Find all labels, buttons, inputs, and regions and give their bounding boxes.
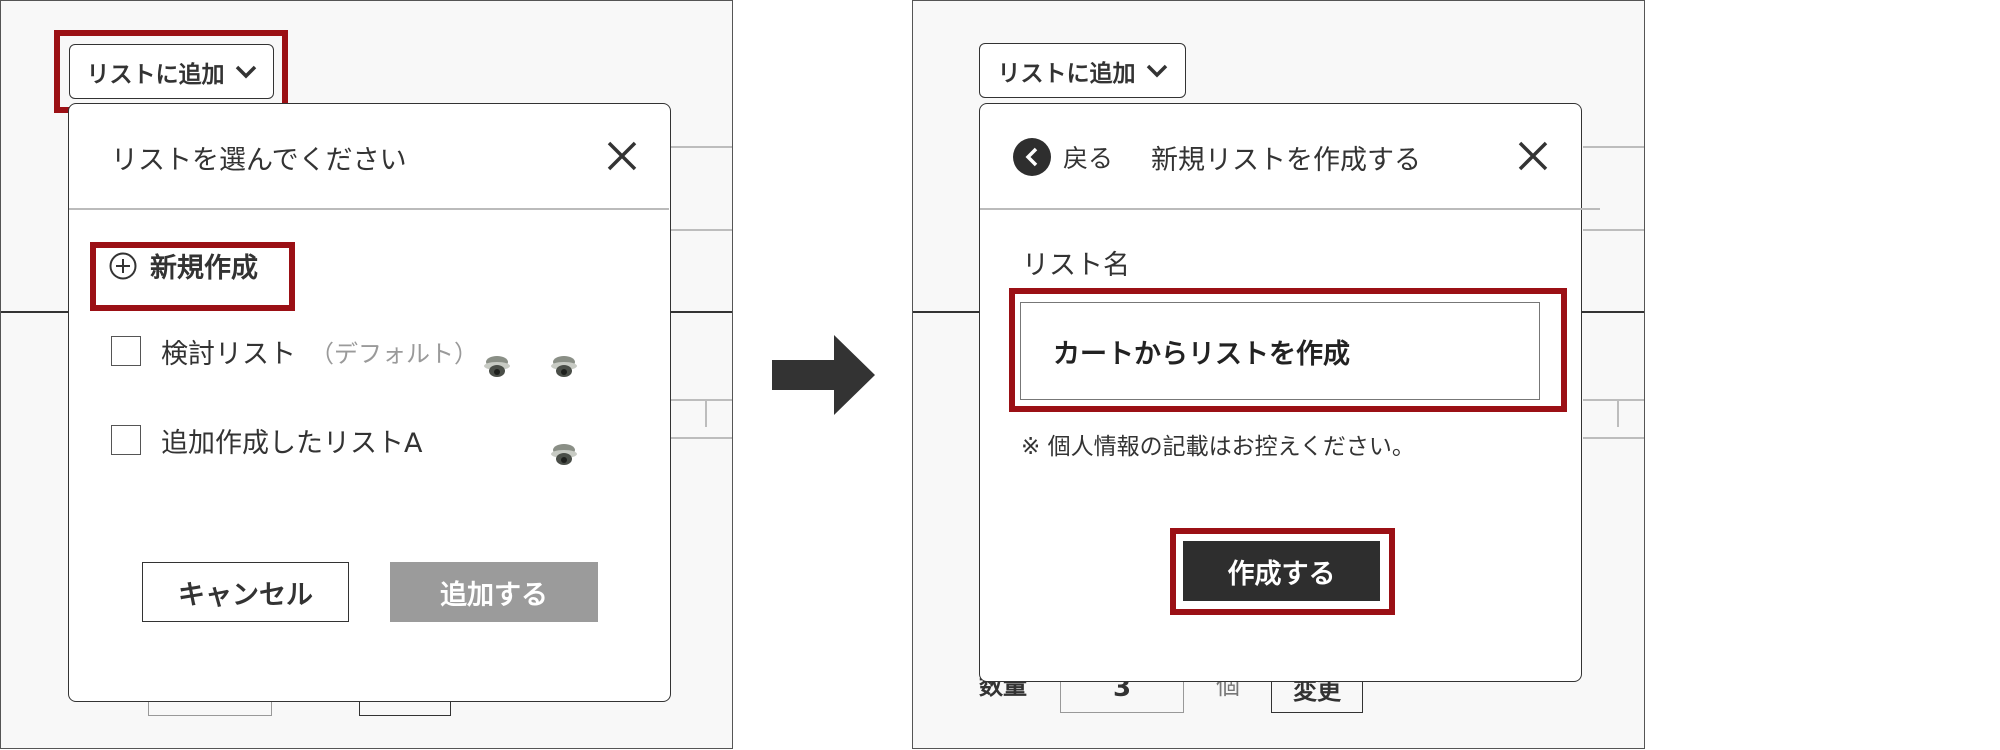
add-to-list-button[interactable]: リストに追加	[69, 44, 274, 99]
bg-divider	[671, 146, 732, 148]
list-name: 検討リスト	[161, 338, 296, 370]
plus-circle-icon	[109, 252, 137, 279]
add-to-list-button[interactable]: リストに追加	[979, 43, 1186, 98]
bg-divider	[705, 401, 707, 427]
bg-divider	[1583, 437, 1644, 439]
back-button[interactable]: 戻る	[1013, 138, 1113, 176]
add-to-list-label: リストに追加	[86, 61, 225, 88]
bg-divider	[1617, 401, 1619, 427]
chevron-left-icon	[1013, 138, 1051, 176]
new-list-item[interactable]: 新規作成	[108, 246, 258, 285]
modal-title: 新規リストを作成する	[1151, 145, 1421, 176]
select-list-modal: リストを選んでください 新規作成 検討リスト （デフォルト） 追加作成したリスト…	[68, 103, 671, 702]
create-list-modal: 戻る 新規リストを作成する リスト名 カートからリストを作成 ※ 個人情報の記載…	[979, 103, 1600, 682]
list-name-input[interactable]: カートからリストを作成	[1020, 302, 1540, 400]
list-name-label: リスト名	[1022, 250, 1130, 281]
privacy-note: ※ 個人情報の記載はお控えください。	[1021, 434, 1415, 460]
back-label: 戻る	[1063, 144, 1114, 173]
highlight-list-name-input	[1009, 288, 1567, 412]
screen-after: 数量 3 個 変更 リストに追加 戻る 新規リストを作成する リスト名 カートか…	[912, 0, 1645, 749]
bg-divider	[1583, 399, 1644, 401]
list-item[interactable]: 追加作成したリストA	[111, 421, 422, 459]
close-icon[interactable]	[1517, 140, 1549, 172]
close-icon[interactable]	[606, 140, 638, 172]
bg-divider	[1583, 146, 1644, 148]
new-list-label: 新規作成	[150, 253, 258, 284]
highlight-new-list	[90, 242, 295, 311]
highlight-add-to-list	[54, 30, 288, 113]
list-checkbox[interactable]	[111, 425, 141, 455]
default-tag: （デフォルト）	[310, 339, 478, 368]
bg-divider	[1583, 229, 1644, 231]
bg-divider	[671, 229, 732, 231]
cancel-button[interactable]: キャンセル	[142, 562, 349, 622]
bg-divider	[671, 437, 732, 439]
list-item[interactable]: 検討リスト （デフォルト）	[111, 332, 478, 370]
add-button[interactable]: 追加する	[390, 562, 598, 622]
list-checkbox[interactable]	[111, 336, 141, 366]
create-button[interactable]: 作成する	[1183, 541, 1380, 601]
list-name: 追加作成したリストA	[161, 427, 423, 459]
camera-icon	[551, 356, 577, 377]
modal-title: リストを選んでください	[111, 145, 407, 176]
bg-divider	[671, 399, 732, 401]
modal-divider	[980, 208, 1600, 210]
arrow-right-icon	[772, 335, 875, 415]
highlight-create-button	[1170, 528, 1395, 615]
chevron-down-icon	[235, 65, 256, 78]
screen-before: リストに追加 リストを選んでください 新規作成 検討リスト （デフォルト） 追加…	[0, 0, 733, 749]
chevron-down-icon	[1146, 64, 1167, 77]
camera-icon	[551, 444, 577, 465]
add-to-list-label: リストに追加	[997, 60, 1136, 87]
camera-icon	[484, 356, 510, 377]
modal-divider	[69, 208, 669, 210]
